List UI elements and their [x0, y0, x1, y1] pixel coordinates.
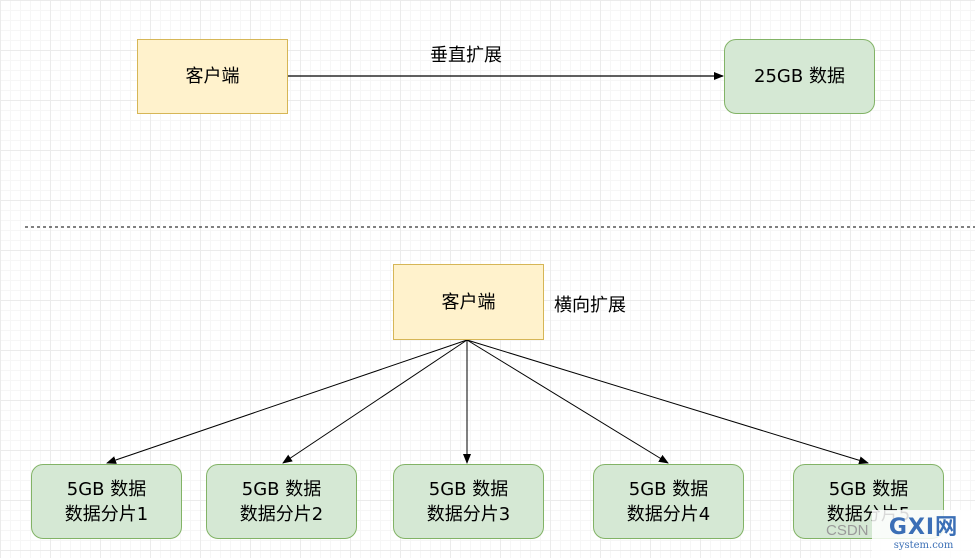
vertical-scaling-label: 垂直扩展 [430, 45, 502, 66]
arrow-to-shard-1 [106, 339, 468, 464]
shard-size-label: 5GB 数据 [66, 478, 147, 500]
client-node-label: 客户端 [185, 66, 240, 87]
site-logo-watermark: GXI网 system.com [872, 510, 975, 558]
arrow-to-shard-4 [466, 339, 669, 464]
shard-node-3[interactable]: 5GB 数据 数据分片3 [393, 464, 544, 539]
shard-node-5[interactable]: 5GB 数据 数据分片5 [793, 464, 944, 539]
shard-name-label: 数据分片4 [626, 503, 711, 525]
shard-name-label: 数据分片3 [426, 503, 511, 525]
shard-node-1[interactable]: 5GB 数据 数据分片1 [31, 464, 182, 539]
shard-node-4[interactable]: 5GB 数据 数据分片4 [593, 464, 744, 539]
arrow-to-shard-2 [282, 339, 468, 464]
client-node-label: 客户端 [441, 291, 496, 313]
shard-name-label: 数据分片2 [239, 503, 324, 525]
client-node-horizontal[interactable]: 客户端 [393, 264, 544, 340]
arrow-to-shard-5 [466, 339, 869, 465]
data-node-25gb[interactable]: 25GB 数据 [724, 39, 875, 114]
shard-size-label: 5GB 数据 [628, 478, 709, 500]
shard-size-label: 5GB 数据 [241, 478, 322, 500]
logo-sub-text: system.com [893, 540, 954, 551]
shard-size-label: 5GB 数据 [428, 478, 509, 500]
shard-name-label: 数据分片1 [64, 503, 149, 525]
horizontal-scaling-label: 横向扩展 [554, 295, 626, 316]
logo-main-text: GXI网 [888, 515, 959, 540]
data-node-label: 25GB 数据 [754, 66, 845, 87]
csdn-watermark: CSDN [826, 522, 869, 539]
shard-size-label: 5GB 数据 [828, 478, 909, 500]
client-node-vertical[interactable]: 客户端 [137, 39, 288, 114]
shard-node-2[interactable]: 5GB 数据 数据分片2 [206, 464, 357, 539]
